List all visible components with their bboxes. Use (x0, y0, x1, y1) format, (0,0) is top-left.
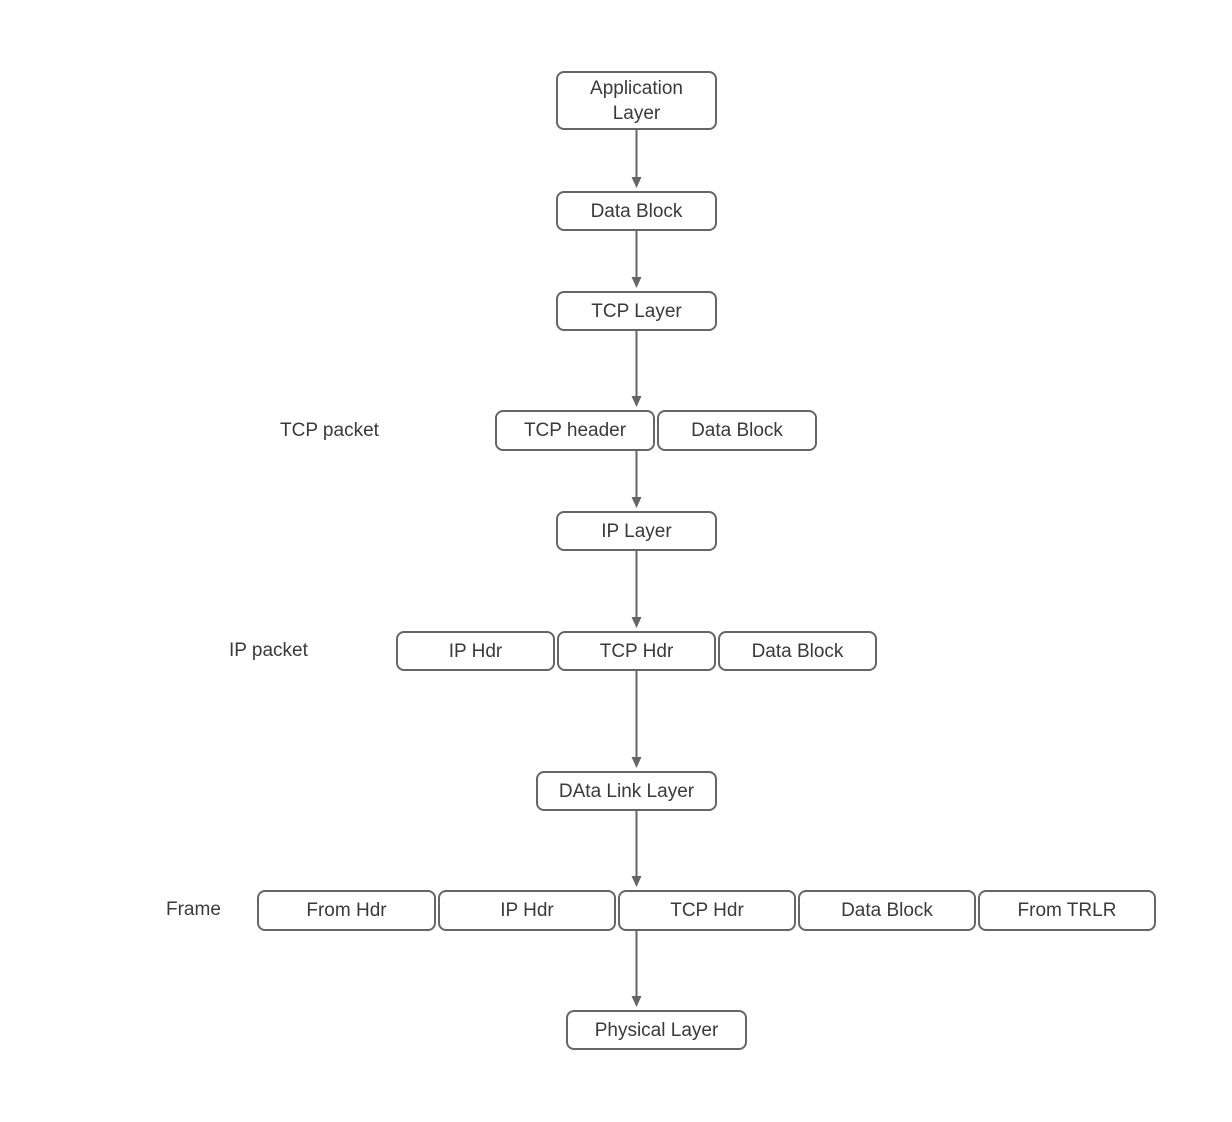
data-block-box-app: Data Block (556, 191, 717, 231)
frame-from-trlr-box: From TRLR (978, 890, 1156, 931)
frame-ip-hdr-box: IP Hdr (438, 890, 616, 931)
ip-layer-box: IP Layer (556, 511, 717, 551)
tcp-packet-label: TCP packet (280, 420, 379, 441)
frame-tcp-hdr-box: TCP Hdr (618, 890, 796, 931)
application-layer-box: Application Layer (556, 71, 717, 130)
frame-data-block-box: Data Block (798, 890, 976, 931)
data-link-layer-box: DAta Link Layer (536, 771, 717, 811)
frame-from-hdr-box: From Hdr (257, 890, 436, 931)
tcp-hdr-box: TCP Hdr (557, 631, 716, 671)
ip-hdr-box: IP Hdr (396, 631, 555, 671)
ip-packet-label: IP packet (229, 640, 308, 661)
tcp-header-box: TCP header (495, 410, 655, 451)
data-block-box-ip: Data Block (718, 631, 877, 671)
data-block-box-tcp: Data Block (657, 410, 817, 451)
frame-label: Frame (166, 899, 221, 920)
physical-layer-box: Physical Layer (566, 1010, 747, 1050)
tcp-layer-box: TCP Layer (556, 291, 717, 331)
